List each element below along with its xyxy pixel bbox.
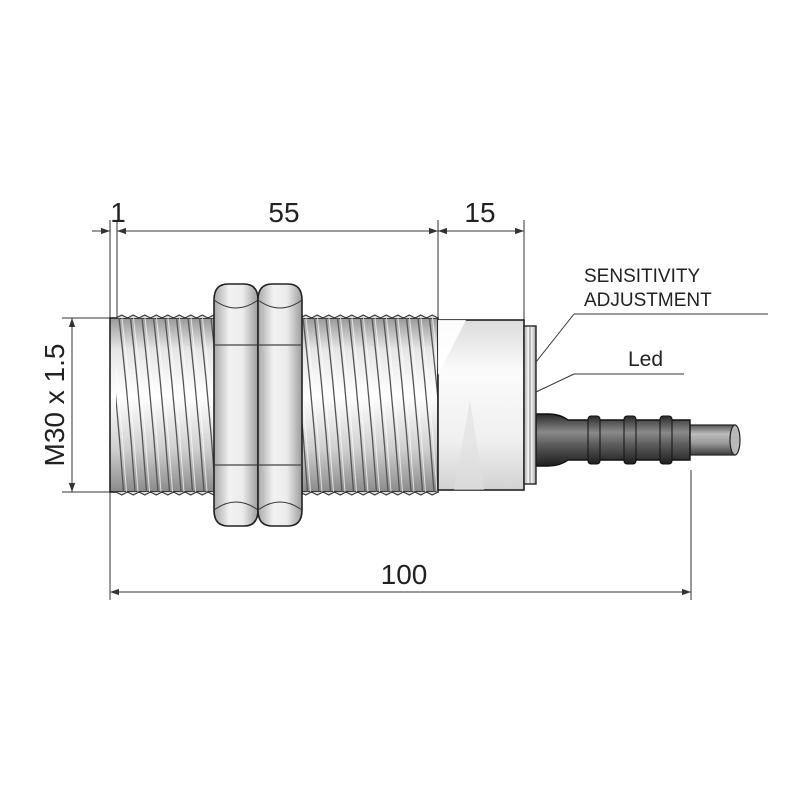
callout-led: Led xyxy=(628,348,663,371)
dimension-cap-length: 15 xyxy=(464,197,495,228)
dimension-thread-spec: M30 x 1.5 xyxy=(39,344,70,467)
dimension-overall-length: 100 xyxy=(381,559,428,590)
leader-lines xyxy=(535,313,768,393)
callout-sensitivity-line1: SENSITIVITY xyxy=(584,266,700,287)
dimension-front-face: 1 xyxy=(110,197,126,228)
callout-sensitivity-line2: ADJUSTMENT xyxy=(584,290,712,311)
extension-lines xyxy=(62,220,692,600)
sensing-cap xyxy=(437,319,537,491)
nut-right xyxy=(257,283,303,527)
strain-relief-boot xyxy=(535,413,691,467)
nut-left xyxy=(213,283,259,527)
dimension-thread-length: 55 xyxy=(268,197,299,228)
